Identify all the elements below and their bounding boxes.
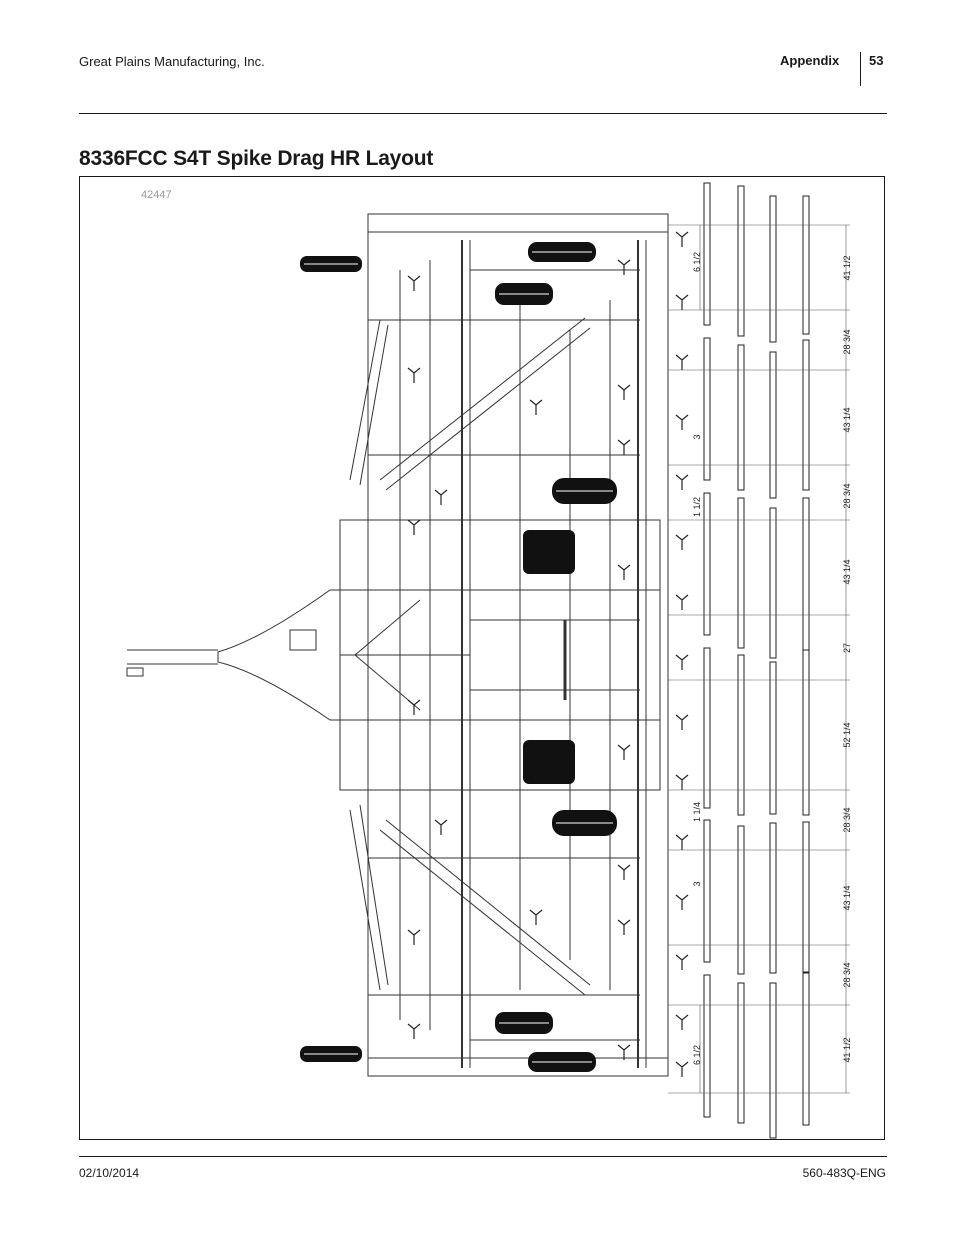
header-company: Great Plains Manufacturing, Inc.: [79, 54, 265, 69]
drag-bar: [802, 497, 810, 655]
dim-label: 52 1/4: [842, 722, 852, 747]
offset-label: 1 1/4: [692, 802, 702, 822]
drag-bar: [802, 972, 810, 1126]
drag-bar: [703, 182, 711, 326]
drag-bar: [737, 982, 745, 1124]
dim-label: 43 1/4: [842, 407, 852, 432]
offset-label: 6 1/2: [692, 1045, 702, 1065]
drag-bar: [703, 647, 711, 809]
wheel: [523, 530, 575, 574]
header-rule: [79, 113, 887, 114]
drag-bar: [802, 649, 810, 816]
wheel: [523, 740, 575, 784]
drag-bar: [703, 337, 711, 481]
offset-label: 3: [692, 434, 702, 439]
footer-date: 02/10/2014: [79, 1166, 140, 1180]
dim-label: 28 3/4: [842, 807, 852, 832]
drag-bar: [737, 185, 745, 337]
footer-doc-number: 560-483Q-ENG: [802, 1166, 886, 1180]
offset-label: 6 1/2: [692, 252, 702, 272]
drag-bar: [737, 344, 745, 491]
page-number: 53: [869, 53, 884, 68]
header-separator: [860, 52, 861, 86]
figure-number: 42447: [141, 189, 172, 201]
offset-label: 3: [692, 881, 702, 886]
main-frame: [367, 213, 669, 1077]
drag-bar: [802, 821, 810, 973]
drag-bar: [703, 492, 711, 636]
dim-label: 43 1/4: [842, 885, 852, 910]
dim-label: 28 3/4: [842, 962, 852, 987]
header-section: Appendix: [780, 53, 840, 68]
dim-label: 28 3/4: [842, 329, 852, 354]
dim-label: 28 3/4: [842, 483, 852, 508]
offset-label: 1 1/2: [692, 497, 702, 517]
drag-bar: [802, 339, 810, 491]
dim-label: 43 1/4: [842, 559, 852, 584]
drag-bar: [703, 974, 711, 1118]
drag-bar: [769, 822, 777, 974]
dim-label: 41 1/2: [842, 1037, 852, 1062]
drag-bar: [769, 195, 777, 343]
drag-bar: [703, 819, 711, 963]
footer-rule: [79, 1156, 887, 1157]
drag-bar: [769, 351, 777, 499]
page-title: 8336FCC S4T Spike Drag HR Layout: [79, 147, 434, 170]
drag-bar: [769, 982, 777, 1139]
drag-bar: [769, 507, 777, 659]
dim-label: 27: [842, 643, 852, 653]
drag-bar: [737, 497, 745, 649]
drag-bar: [737, 825, 745, 975]
drag-bar: [769, 661, 777, 815]
figure-frame: [79, 176, 885, 1140]
drag-bar: [737, 654, 745, 816]
drag-bar: [802, 195, 810, 335]
dim-label: 41 1/2: [842, 255, 852, 280]
